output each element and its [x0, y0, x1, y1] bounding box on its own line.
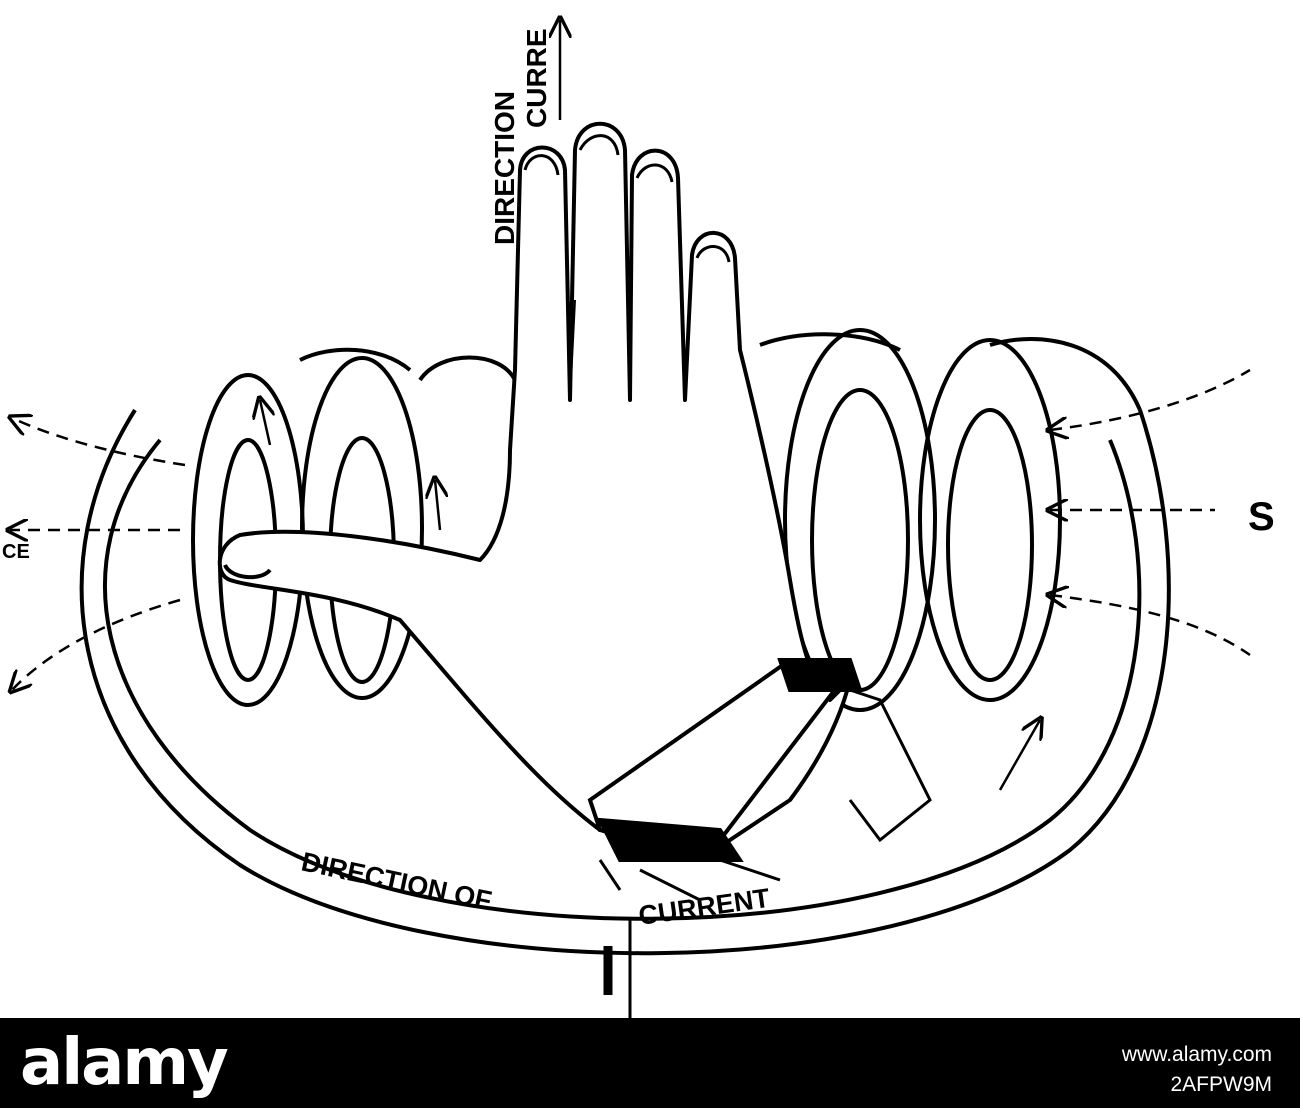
stock-info: www.alamy.com 2AFPW9M: [1122, 1040, 1272, 1100]
label-bottom-current: CURRENT: [637, 883, 772, 931]
watermark-footer: alamy www.alamy.com 2AFPW9M: [0, 1018, 1300, 1108]
brand-logo: alamy: [20, 1026, 229, 1100]
current-arrows: [260, 400, 1040, 791]
wire-and-cuff: [587, 657, 932, 902]
label-pole-s: S: [1248, 495, 1275, 539]
field-lines-left: [10, 418, 186, 690]
illustration: DIRECTION CURRE DIRECTION OF CURRENT S C…: [2, 0, 1275, 1018]
outer-wire: [79, 408, 1171, 956]
field-lines-right: [1050, 368, 1251, 657]
stock-id: 2AFPW9M: [1170, 1073, 1272, 1096]
battery-terminal: [603, 920, 632, 1018]
label-left-fragment: CE: [2, 541, 30, 563]
label-top-direction: DIRECTION: [489, 91, 520, 245]
label-top-current: CURRE: [521, 28, 552, 128]
solenoid-right-hand-rule-diagram: DIRECTION CURRE DIRECTION OF CURRENT S C…: [2, 0, 1275, 1018]
right-coil: [759, 328, 1142, 712]
stock-url: www.alamy.com: [1121, 1043, 1272, 1066]
